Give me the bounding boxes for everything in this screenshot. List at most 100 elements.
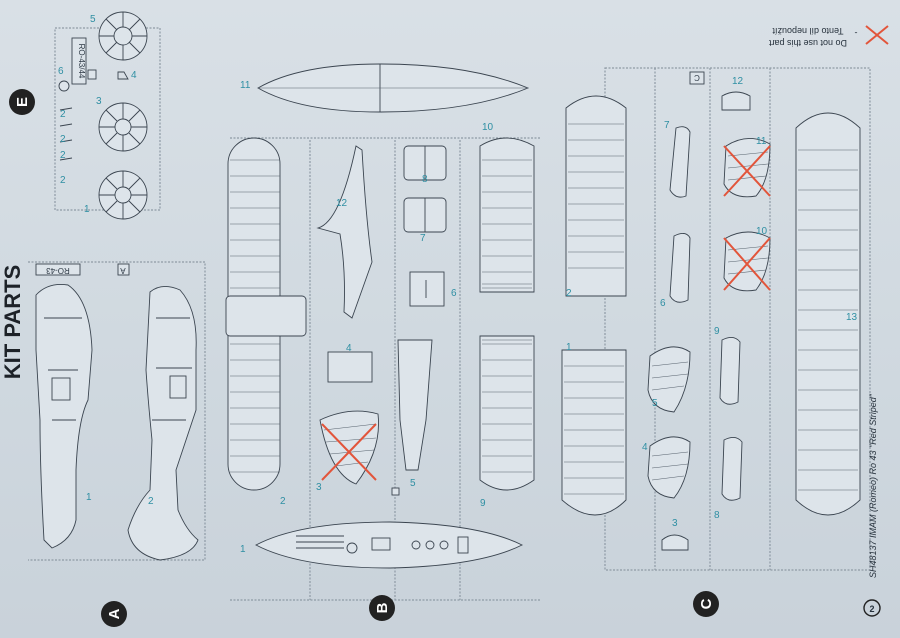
- part-4: [117, 71, 129, 80]
- fuselage-half-1-window: [51, 377, 71, 401]
- legend-dash: -: [855, 28, 858, 38]
- part-number: 2: [566, 288, 572, 299]
- sprue-a: RO-43 A 1 2: [35, 263, 199, 561]
- fuselage-half-1: [35, 284, 93, 549]
- sprue-code-e: RO-43/44: [77, 44, 86, 79]
- part-8: [721, 437, 743, 501]
- legend-line-1: Tento díl nepoužít: [772, 26, 844, 36]
- part-6: [58, 80, 70, 92]
- part-number: 3: [96, 96, 102, 107]
- engine-part-1: [98, 170, 148, 220]
- part-b-small: [391, 487, 400, 496]
- sprue-letter-a: A: [120, 266, 126, 275]
- part-number: 4: [642, 442, 648, 453]
- part-number: 6: [660, 298, 666, 309]
- part-3: [661, 534, 689, 551]
- part-number: 5: [410, 478, 416, 489]
- sprue-label-e: E: [9, 89, 35, 115]
- part-4: [647, 436, 691, 499]
- letter-plate-a: [117, 263, 130, 276]
- sprue-letter-c: C: [694, 73, 700, 82]
- struts-e: [59, 107, 73, 161]
- sprue-label-b: B: [369, 595, 395, 621]
- page-title: KIT PARTS: [0, 265, 25, 379]
- code-plate-a: [35, 263, 81, 276]
- part-number: 1: [240, 544, 246, 555]
- do-not-use-legend: - Tento díl nepoužít Do not use this par…: [768, 25, 889, 48]
- part-6: [669, 233, 691, 303]
- part-number: 12: [732, 76, 744, 87]
- sprue-frames: [28, 27, 871, 601]
- part-7: [669, 126, 691, 198]
- part-number: 2: [60, 150, 66, 161]
- sprue-e: RO-43/44 5 6 3 4 2 2 2 2 1: [58, 11, 148, 220]
- part-number: 13: [846, 312, 858, 323]
- letter-plate-c: [689, 71, 705, 85]
- fin-part-12: [316, 145, 373, 319]
- footer-text: SH48137 IMAM (Romeo) Ro 43 "Red Striped": [868, 393, 878, 578]
- part-number: 7: [420, 233, 426, 244]
- part-number: 7: [664, 120, 670, 131]
- part-number: 9: [480, 498, 486, 509]
- part-number: 11: [756, 136, 767, 147]
- part-5: [397, 339, 433, 471]
- part-number: 6: [451, 288, 457, 299]
- part-number: 9: [714, 326, 720, 337]
- part-number: 8: [714, 510, 720, 521]
- part-number: 12: [336, 198, 348, 209]
- part-number: 8: [422, 174, 428, 185]
- fuselage-half-2-window: [169, 375, 187, 399]
- sprue-code-a: RO-43: [46, 266, 70, 275]
- part-number: 10: [482, 122, 494, 133]
- do-not-use-mark: [723, 237, 771, 291]
- svg-text:B: B: [374, 602, 391, 613]
- float-part-1: [255, 521, 524, 569]
- part-number: 1: [566, 342, 572, 353]
- part-9: [719, 337, 741, 405]
- sprue-b: 11 12 8 7 6 10 4 3 5 2 9 1: [225, 63, 535, 569]
- part-number: 2: [60, 134, 66, 145]
- part-number: 11: [240, 80, 251, 91]
- part-number: 5: [90, 14, 96, 25]
- part-number: 1: [84, 204, 90, 215]
- engine-part-3: [98, 102, 148, 152]
- part-number: 4: [131, 70, 137, 81]
- part-number: 3: [316, 482, 322, 493]
- svg-text:A: A: [106, 608, 123, 619]
- part-number: 6: [58, 66, 64, 77]
- part-number: 5: [652, 398, 658, 409]
- svg-text:E: E: [14, 97, 31, 107]
- wing-part-13: [795, 112, 861, 516]
- legend-x-icon: [865, 25, 889, 45]
- lower-wing-part-2: [225, 137, 307, 491]
- wing-part-2: [565, 95, 627, 297]
- part-number: 2: [280, 496, 286, 507]
- wing-part-1: [561, 349, 627, 516]
- engine-part-5: [98, 11, 148, 61]
- part-number: 2: [148, 496, 154, 507]
- part-number: 10: [756, 226, 768, 237]
- part-number: 1: [86, 492, 92, 503]
- sprue-label-c: C: [693, 591, 719, 617]
- part-number: 2: [60, 109, 66, 120]
- do-not-use-mark: [321, 423, 377, 481]
- footer: 2 SH48137 IMAM (Romeo) Ro 43 "Red Stripe…: [863, 393, 881, 617]
- part-e-small: [87, 69, 97, 80]
- sprue-label-a: A: [101, 601, 127, 627]
- part-4: [327, 351, 373, 383]
- wing-part-9: [479, 335, 535, 491]
- part-number: 2: [60, 175, 66, 186]
- part-number: 3: [672, 518, 678, 529]
- sprue-c: C 12 2 7 11: [561, 71, 861, 551]
- fuselage-half-1-details: [44, 317, 82, 421]
- svg-text:C: C: [698, 598, 715, 609]
- part-number: 4: [346, 343, 352, 354]
- wing-part-10: [479, 137, 535, 293]
- code-plate-e: [71, 37, 87, 85]
- page-number: 2: [869, 604, 874, 614]
- legend-line-2: Do not use this part: [768, 38, 847, 48]
- part-6: [409, 271, 445, 307]
- fuselage-half-2: [127, 286, 199, 561]
